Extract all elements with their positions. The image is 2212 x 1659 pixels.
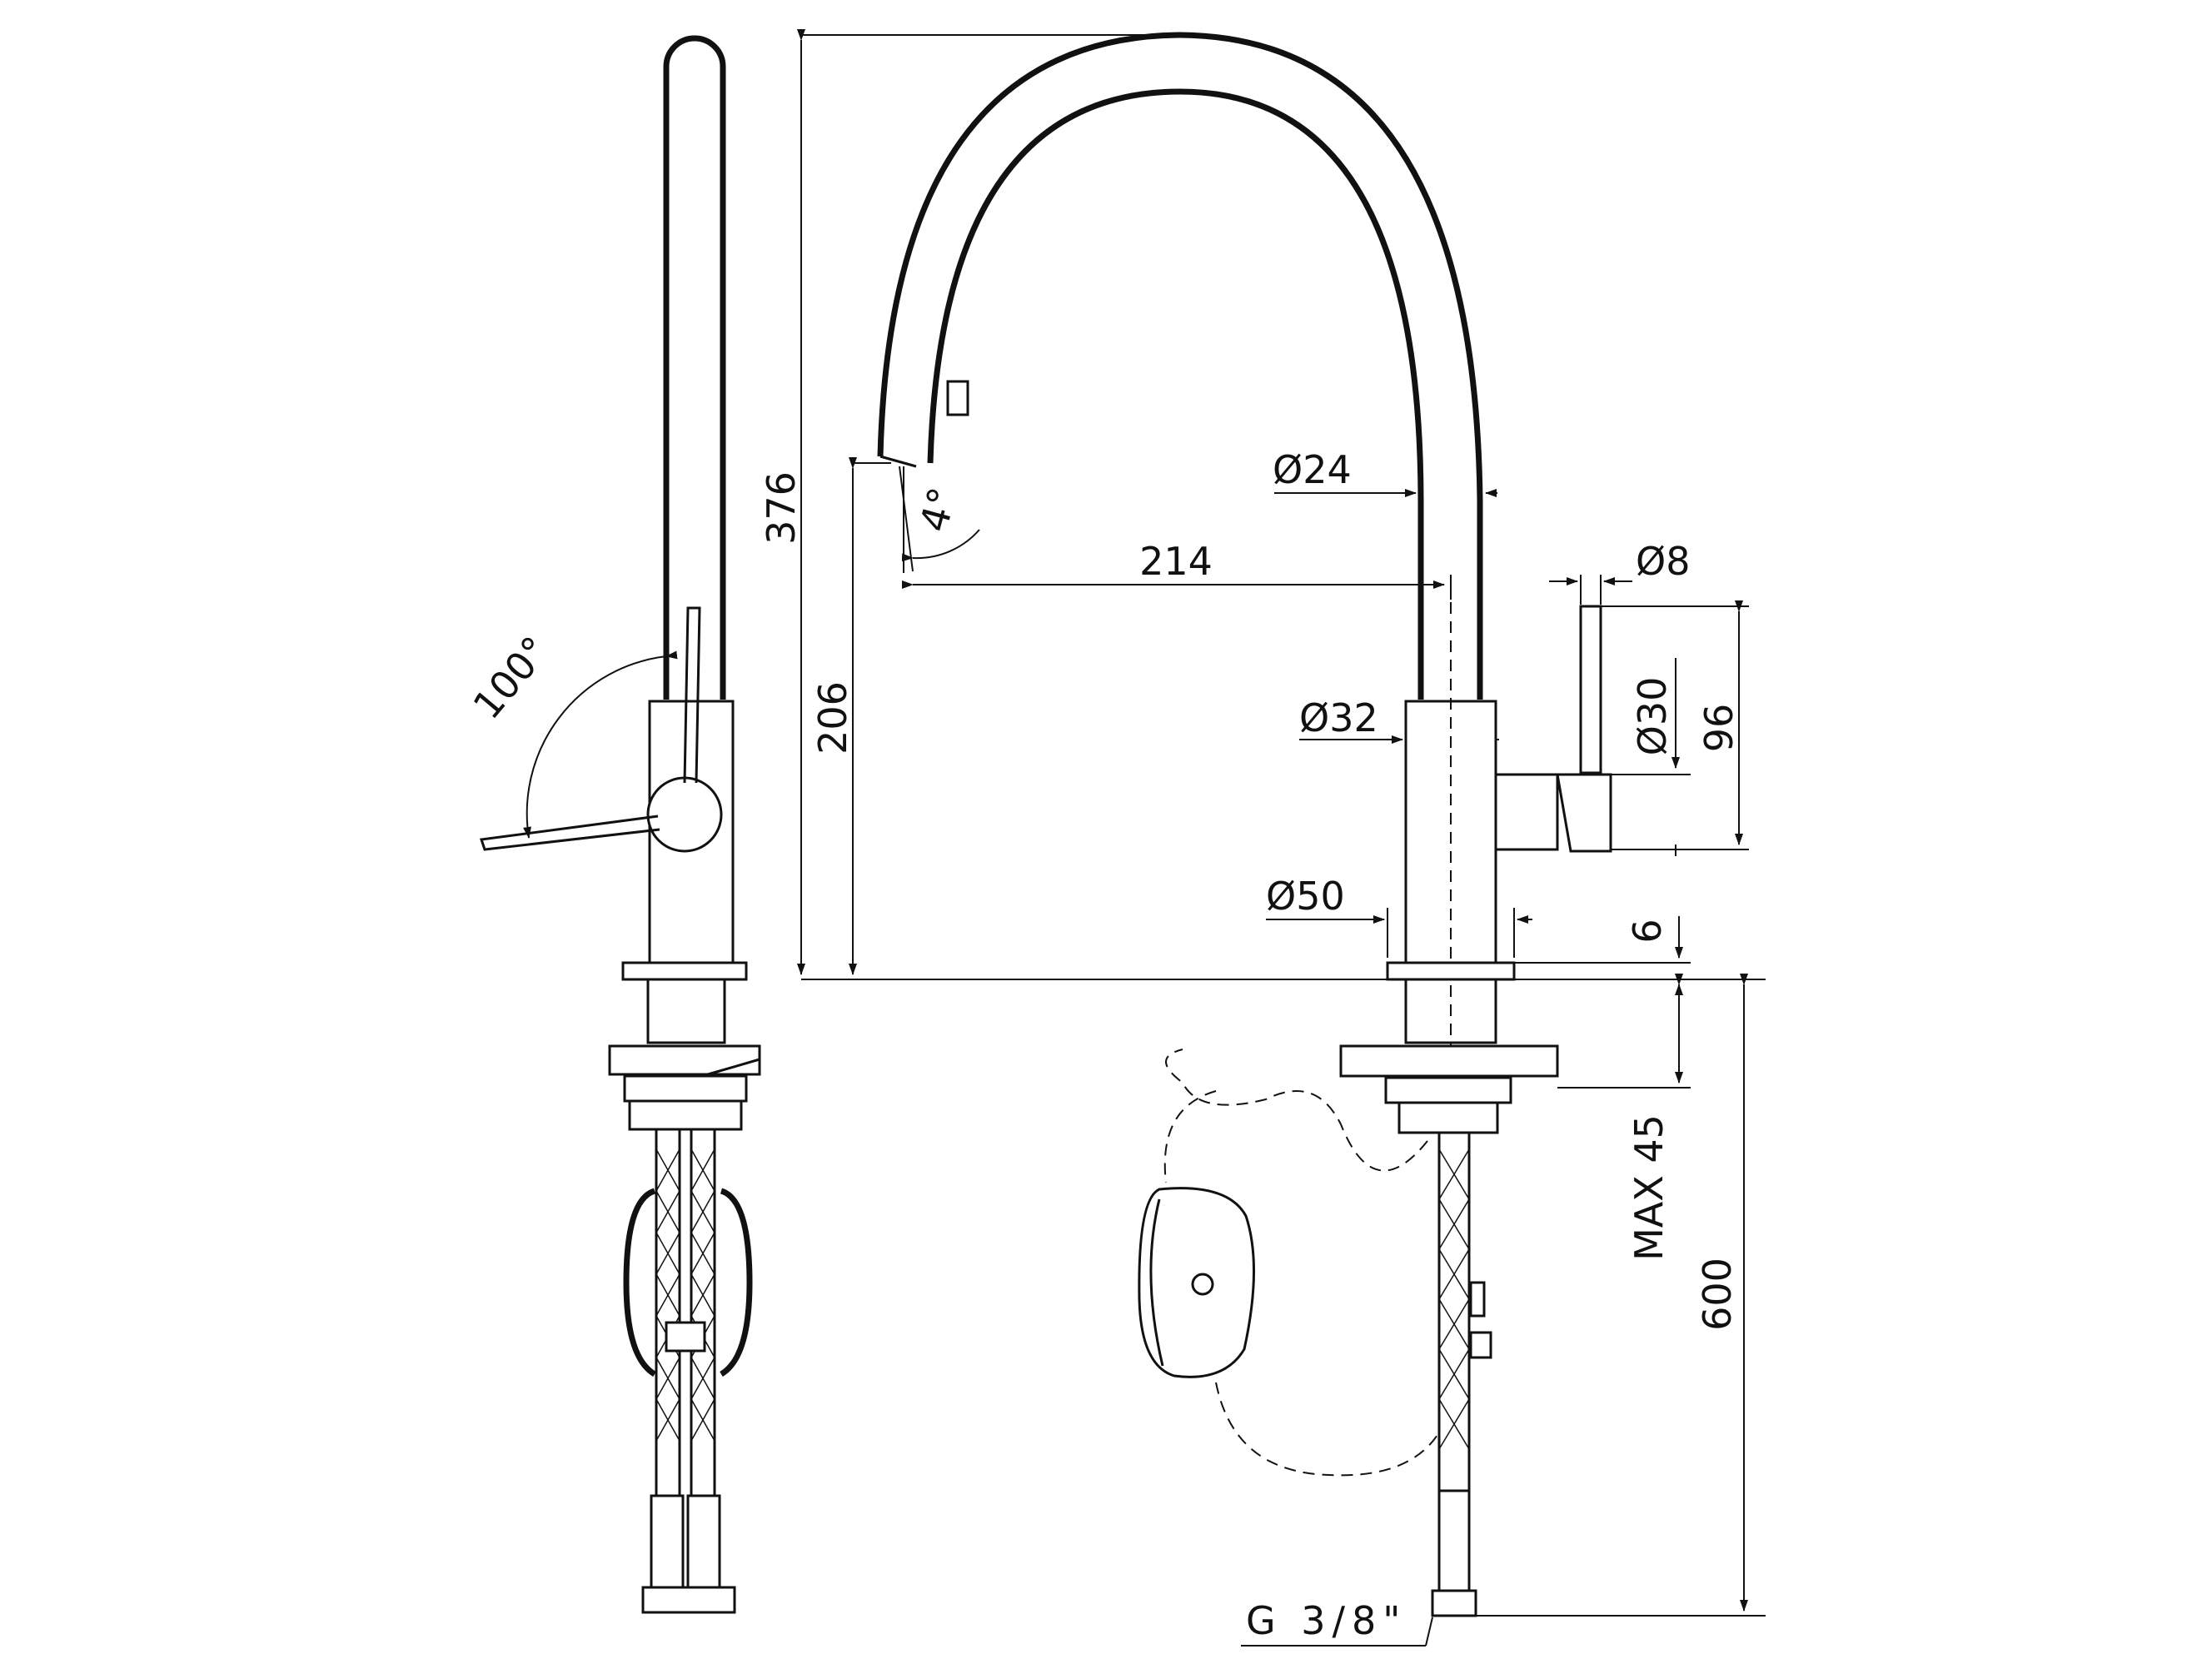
dim-base-diameter: Ø50	[1266, 874, 1345, 919]
dim-4-deg: 4°	[911, 483, 966, 536]
dim-6: 6	[1625, 919, 1670, 943]
dim-handle-base-diameter: Ø30	[1630, 677, 1675, 756]
dim-handle-diameter: Ø8	[1636, 539, 1690, 584]
dim-g-3-8: G 3/8"	[1246, 1598, 1407, 1643]
spout-outer	[877, 32, 1483, 700]
dim-600: 600	[1695, 1258, 1740, 1331]
dim-96: 96	[1696, 704, 1741, 753]
side-lever-pivot	[646, 776, 723, 853]
dim-max-45: MAX 45	[1627, 1114, 1671, 1261]
dim-spout-diameter: Ø24	[1273, 447, 1352, 492]
lever-rotation-arc	[523, 650, 678, 839]
dimension-lines	[797, 29, 1766, 1647]
side-lever-down	[480, 815, 660, 851]
dim-376: 376	[759, 471, 804, 545]
front-handle	[1579, 605, 1602, 775]
dim-100-deg: 100°	[464, 628, 558, 728]
spray-button	[946, 380, 969, 416]
dim-206: 206	[810, 681, 855, 755]
side-lever-up	[683, 606, 701, 784]
side-view	[480, 35, 761, 1614]
front-view	[877, 32, 1612, 1617]
dim-body-diameter: Ø32	[1299, 695, 1378, 740]
dim-214: 214	[1139, 539, 1213, 584]
spout-inner	[927, 88, 1424, 700]
